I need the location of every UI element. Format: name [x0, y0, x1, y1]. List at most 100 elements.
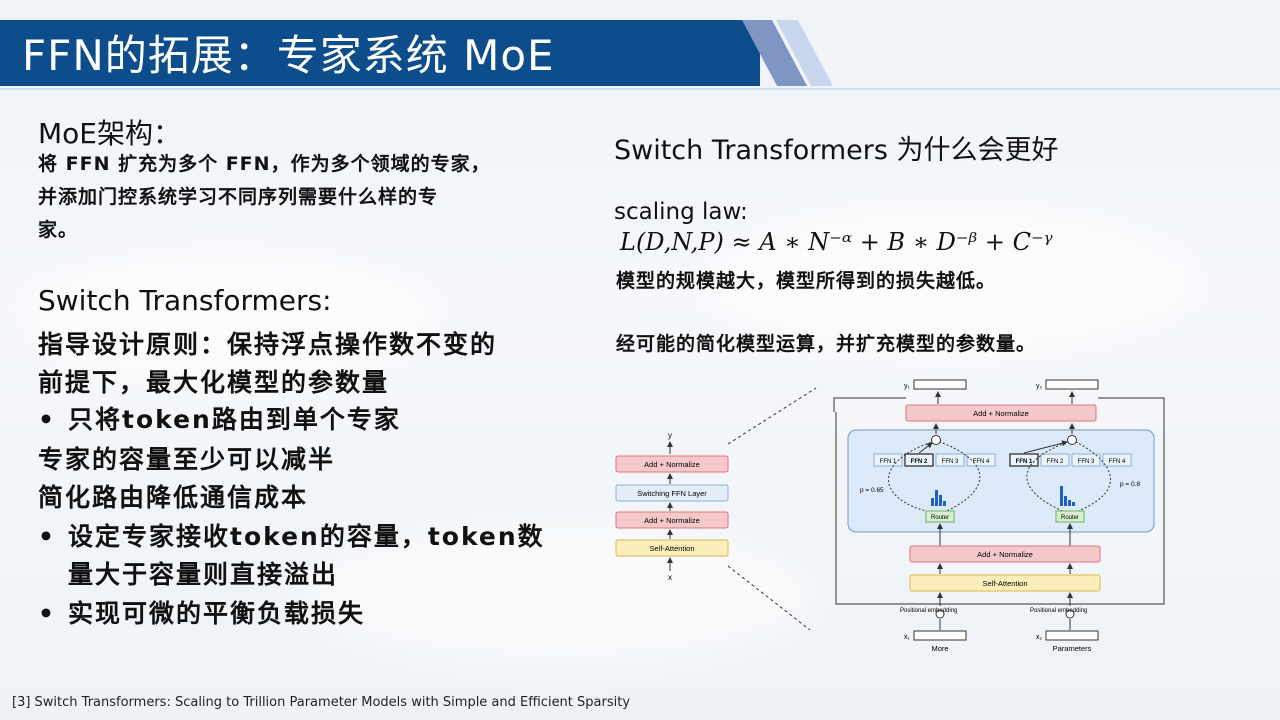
ffn-right-4-label: FFN 4: [1109, 459, 1126, 465]
ffn-left-2-label: FFN 2: [911, 459, 928, 465]
residual-line: [833, 397, 906, 412]
ffn-right-4: [1102, 453, 1132, 467]
input-word-2: Parameters: [1053, 644, 1092, 653]
stack-switching-ffn: [615, 484, 729, 502]
ffn-row-left: FFN 1 FFN 2 FFN 3 FFN 4: [873, 453, 996, 467]
bullet-item-1: • 只将token路由到单个专家: [38, 400, 401, 436]
stack-x-label: x: [668, 573, 672, 582]
plain-line-1: 专家的容量至少可以减半: [38, 445, 336, 474]
bullet-text: 只将token路由到单个专家: [68, 405, 401, 434]
scaling-law-label: scaling law:: [614, 199, 748, 225]
moe-heading: MoE架构：: [38, 117, 181, 150]
combine-right-icon: [1067, 435, 1077, 445]
combine-left-icon: [931, 435, 941, 445]
mid-add-normalize: [909, 545, 1101, 563]
mid-add-normalize-label: Add + Normalize: [977, 550, 1033, 559]
ffn-left-3: [935, 453, 965, 467]
ffn-left-1: [873, 453, 903, 467]
ffn-left-1-label: FFN 1: [880, 459, 897, 465]
bullet-dot: •: [38, 405, 56, 434]
stack-self-attention-label: Self-Attention: [649, 544, 694, 553]
pos-embedding-right: Positional embedding: [1030, 608, 1087, 614]
title-divider: [0, 88, 1280, 90]
ffn-left-3-label: FFN 3: [942, 459, 959, 465]
scaling-law-formula: L(D,N,P) ≈ A ∗ N⁻ᵅ + B ∗ D⁻ᵝ + C⁻ᵞ: [620, 228, 1053, 256]
ffn-row-right: FFN 1 FFN 2 FFN 3 FFN 4: [1009, 453, 1132, 467]
moe-line-2: 并添加门控系统学习不同序列需要什么样的专: [38, 186, 439, 208]
right-heading: Switch Transformers 为什么会更好: [614, 135, 1059, 166]
route-arrow: [918, 442, 933, 454]
router-right-label: Router: [1061, 515, 1079, 521]
background-cloud: [300, 520, 820, 670]
stack-self-attention: [615, 539, 729, 557]
prob-right: p = 0.8: [1120, 481, 1140, 488]
switch-heading: Switch Transformers:: [38, 284, 332, 317]
residual-frame: [835, 412, 1165, 605]
input-x1-label: x₁: [904, 634, 911, 641]
moe-line-3: 家。: [38, 219, 79, 241]
gate-dashed: [1026, 441, 1071, 515]
bullet-text: 实现可微的平衡负载损失: [68, 599, 366, 628]
top-add-normalize-label: Add + Normalize: [973, 409, 1029, 418]
stack-switching-ffn-label: Switching FFN Layer: [637, 489, 707, 498]
ffn-left-2: [904, 453, 934, 467]
moe-line-1: 将 FFN 扩充为多个 FFN，作为多个领域的专家，: [38, 153, 491, 175]
stack-add-normalize-top: [615, 455, 729, 473]
ffn-right-2-label: FFN 2: [1047, 459, 1064, 465]
slide-title: FFN的拓展：专家系统 MoE: [22, 31, 555, 80]
input-x2-vector: [1045, 630, 1099, 641]
switch-line-2: 前提下，最大化模型的参数量: [38, 368, 390, 397]
bullet-item-2: • 设定专家接收token的容量，token数: [38, 517, 545, 553]
route-arrow: [1023, 440, 1068, 454]
switch-transformer-diagram: y Add + Normalize Switching FFN Layer Ad…: [615, 379, 1165, 653]
prob-left: p = 0.65: [860, 487, 884, 494]
simplify-note: 经可能的简化模型运算，并扩充模型的参数量。: [616, 333, 1037, 355]
router-histogram-right: [1060, 486, 1075, 506]
ffn-right-1-label: FFN 1: [1016, 459, 1033, 465]
footnote-citation: [3] Switch Transformers: Scaling to Tril…: [12, 695, 631, 710]
ffn-right-3-label: FFN 3: [1078, 459, 1095, 465]
pos-embedding-left: Positional embedding: [900, 608, 957, 614]
add-positional-right-icon: [1065, 609, 1075, 619]
zoom-line-top: [727, 387, 817, 445]
router-left: [925, 510, 955, 523]
bullet-dot: •: [38, 599, 56, 628]
output-y1-label: y₁: [904, 383, 911, 390]
stack-add-normalize-bottom: [615, 511, 729, 529]
ffn-left-4-label: FFN 4: [973, 459, 990, 465]
router-histogram-left: [931, 490, 946, 506]
bullet-dot: •: [38, 522, 56, 551]
gate-dashed: [939, 441, 981, 515]
background-cloud: [700, 200, 1200, 360]
scaling-note: 模型的规模越大，模型所得到的损失越低。: [616, 270, 997, 292]
ffn-right-2: [1040, 453, 1070, 467]
title-banner: [0, 20, 760, 86]
switching-ffn-block: [847, 429, 1155, 533]
output-y2-label: y₂: [1036, 383, 1043, 390]
self-attention-block: [909, 574, 1101, 592]
plain-line-2: 简化路由降低通信成本: [38, 483, 309, 512]
input-x2-label: x₂: [1036, 634, 1043, 641]
add-positional-left-icon: [935, 609, 945, 619]
switch-line-1: 指导设计原则：保持浮点操作数不变的: [38, 330, 498, 359]
gate-dashed: [888, 441, 941, 515]
output-y1-vector: [913, 379, 967, 390]
router-right: [1055, 510, 1085, 523]
self-attention-label: Self-Attention: [982, 579, 1027, 588]
stack-add-normalize-top-label: Add + Normalize: [644, 460, 700, 469]
input-x1-vector: [913, 630, 967, 641]
bullet-item-2-cont: 量大于容量则直接溢出: [68, 560, 339, 589]
residual-line: [1098, 397, 1165, 412]
bullet-text: 设定专家接收token的容量，token数: [68, 522, 545, 551]
bullet-item-3: • 实现可微的平衡负载损失: [38, 594, 365, 630]
ffn-right-1: [1009, 453, 1039, 467]
stack-y-label: y: [668, 431, 672, 440]
ffn-right-3: [1071, 453, 1101, 467]
output-y2-vector: [1045, 379, 1099, 390]
router-left-label: Router: [931, 515, 949, 521]
gate-dashed: [1069, 441, 1111, 515]
zoom-line-bottom: [727, 565, 811, 631]
top-add-normalize: [905, 404, 1097, 422]
input-word-1: More: [931, 644, 948, 653]
background-cloud: [20, 250, 440, 390]
